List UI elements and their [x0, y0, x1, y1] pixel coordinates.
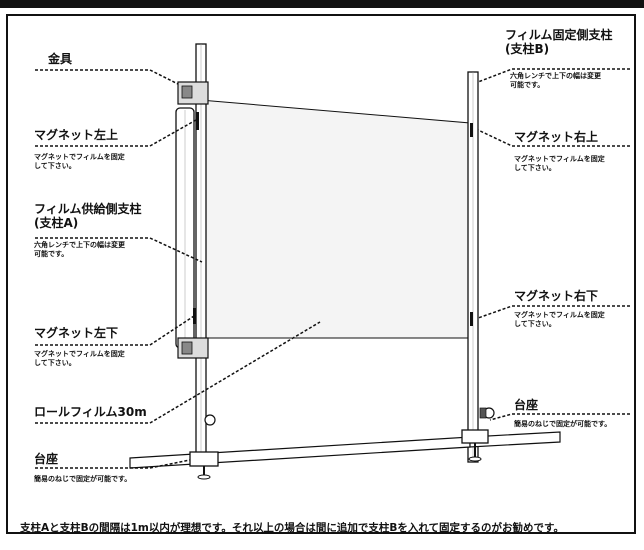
magnet-top-left-mark [196, 112, 199, 130]
leader-magnet-top-right [477, 129, 630, 147]
desc-support-a: 六角レンチで上下の幅は変更可能です。 [34, 241, 125, 258]
desc-base-left: 簡易のねじで固定が可能です。 [34, 475, 132, 483]
base-bar-left [129, 436, 471, 469]
label-magnet-top-left: マグネット左上 [34, 128, 119, 142]
leader-base-left [35, 459, 191, 469]
leader-support-a [35, 237, 203, 263]
leader-kanagu [35, 69, 179, 85]
leader-magnet-bottom-left [35, 315, 195, 346]
label-roll-film: ロールフィルム30m [34, 405, 147, 419]
leader-base-right [489, 413, 630, 421]
leader-magnet-bottom-right [477, 305, 630, 319]
base-clamp-left [189, 451, 219, 467]
label-base-right: 台座 [514, 398, 539, 412]
desc-support-b: 六角レンチで上下の幅は変更可能です。 [510, 72, 601, 89]
label-magnet-bottom-right: マグネット右下 [514, 289, 599, 303]
desc-base-right: 簡易のねじで固定が可能です。 [514, 420, 612, 428]
footer-note: 支柱Aと支柱Bの間隔は1m以内が理想です。それ以上の場合は間に追加で支柱Bを入れ… [20, 522, 564, 534]
film-sheet [199, 99, 471, 339]
desc-magnet-top-right: マグネットでフィルムを固定して下さい。 [514, 155, 605, 172]
label-magnet-top-right: マグネット右上 [514, 130, 599, 144]
desc-magnet-bottom-left: マグネットでフィルムを固定して下さい。 [34, 350, 125, 367]
magnet-bottom-right-mark [470, 312, 473, 326]
label-support-b: フィルム固定側支柱 (支柱B) [505, 28, 613, 56]
label-support-a: フィルム供給側支柱 (支柱A) [34, 202, 142, 230]
base-clamp-right [461, 429, 489, 444]
magnet-bottom-left-mark [193, 308, 196, 324]
label-magnet-bottom-left: マグネット左下 [34, 326, 119, 340]
leader-support-b [477, 68, 630, 83]
leader-magnet-top-left [35, 119, 197, 147]
label-kanagu: 金具 [48, 52, 73, 66]
diagram-frame [6, 14, 636, 534]
knob-pole-a [204, 414, 216, 426]
desc-magnet-bottom-right: マグネットでフィルムを固定して下さい。 [514, 311, 605, 328]
label-base-left: 台座 [34, 452, 59, 466]
top-bar [0, 0, 644, 8]
base-bar-right [469, 431, 561, 448]
desc-magnet-top-left: マグネットでフィルムを固定して下さい。 [34, 153, 125, 170]
magnet-top-right-mark [470, 123, 473, 137]
leader-roll-film [35, 321, 321, 424]
